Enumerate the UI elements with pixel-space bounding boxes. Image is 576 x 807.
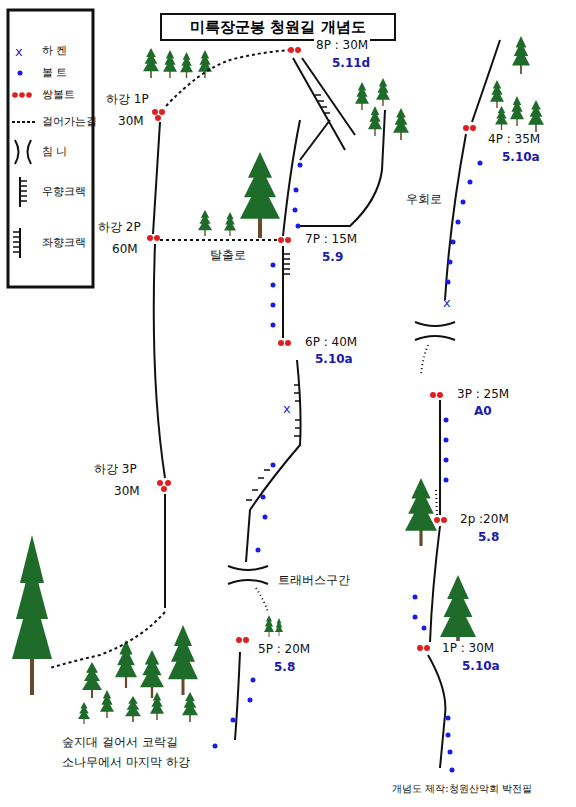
legend-text: 침 니	[42, 145, 68, 158]
grade-label: 5.10a	[313, 352, 355, 366]
legend-text: 하 켄	[42, 44, 68, 57]
pitch-label: 1P : 30M	[440, 641, 496, 655]
pitch-label: 5P : 20M	[256, 642, 312, 656]
pitch-label: 탈출로	[208, 248, 248, 262]
grade-label: 5.10a	[460, 659, 502, 673]
pitch-label: 트래버스구간	[276, 573, 352, 587]
dotted-path	[256, 345, 437, 612]
crack-marks	[246, 95, 330, 500]
grade-label: 5.9	[320, 250, 345, 264]
anchors	[147, 47, 476, 651]
grade-label: 5.8	[272, 660, 297, 674]
pitch-label: 우회로	[404, 192, 444, 206]
grade-label: 5.8	[476, 530, 501, 544]
legend-samples: x	[12, 44, 36, 258]
legend-text: 쌍볼트	[42, 88, 75, 101]
svg-text:x: x	[443, 295, 451, 310]
piton-mark: x x	[283, 295, 451, 416]
pitch-label: 하강 2P	[96, 220, 143, 234]
legend-text: 걸어가는길	[42, 115, 97, 128]
bolts	[213, 161, 483, 773]
pitch-label: 소나무에서 마지막 하강	[60, 755, 192, 769]
chimney-symbol	[228, 322, 455, 584]
grade-label: 5.11d	[330, 56, 372, 70]
pitch-label: 숲지대 걸어서 코락길	[60, 735, 180, 749]
pitch-label: 하강 3P	[92, 462, 139, 476]
pitch-label: 30M	[112, 484, 142, 498]
title-text: 미륵장군봉 청원길 개념도	[190, 18, 365, 37]
legend-text: 볼 트	[42, 66, 68, 79]
title-box: 미륵장군봉 청원길 개념도	[160, 13, 396, 41]
trees	[12, 36, 544, 724]
legend-text: 좌향크랙	[42, 236, 86, 249]
grade-label: A0	[472, 404, 494, 418]
pitch-label: 60M	[110, 242, 140, 256]
caption-text: 개념도 제작:청원산악회 박전필	[392, 782, 532, 796]
rock-lines	[153, 40, 500, 768]
pitch-label: 하강 1P	[104, 92, 151, 106]
pitch-label: 30M	[116, 114, 146, 128]
legend-text: 우향크랙	[42, 185, 86, 198]
pitch-label: 4P : 35M	[486, 132, 542, 146]
pitch-label: 8P : 30M	[314, 38, 370, 52]
pitch-label: 7P : 15M	[303, 232, 359, 246]
grade-label: 5.10a	[500, 150, 542, 164]
legend-frame	[8, 10, 93, 287]
walking-path	[50, 50, 290, 668]
svg-text:x: x	[15, 44, 23, 59]
svg-text:x: x	[283, 401, 291, 416]
pitch-label: 2p :20M	[458, 512, 511, 526]
pitch-label: 6P : 40M	[303, 335, 359, 349]
pitch-label: 3P : 25M	[455, 387, 511, 401]
